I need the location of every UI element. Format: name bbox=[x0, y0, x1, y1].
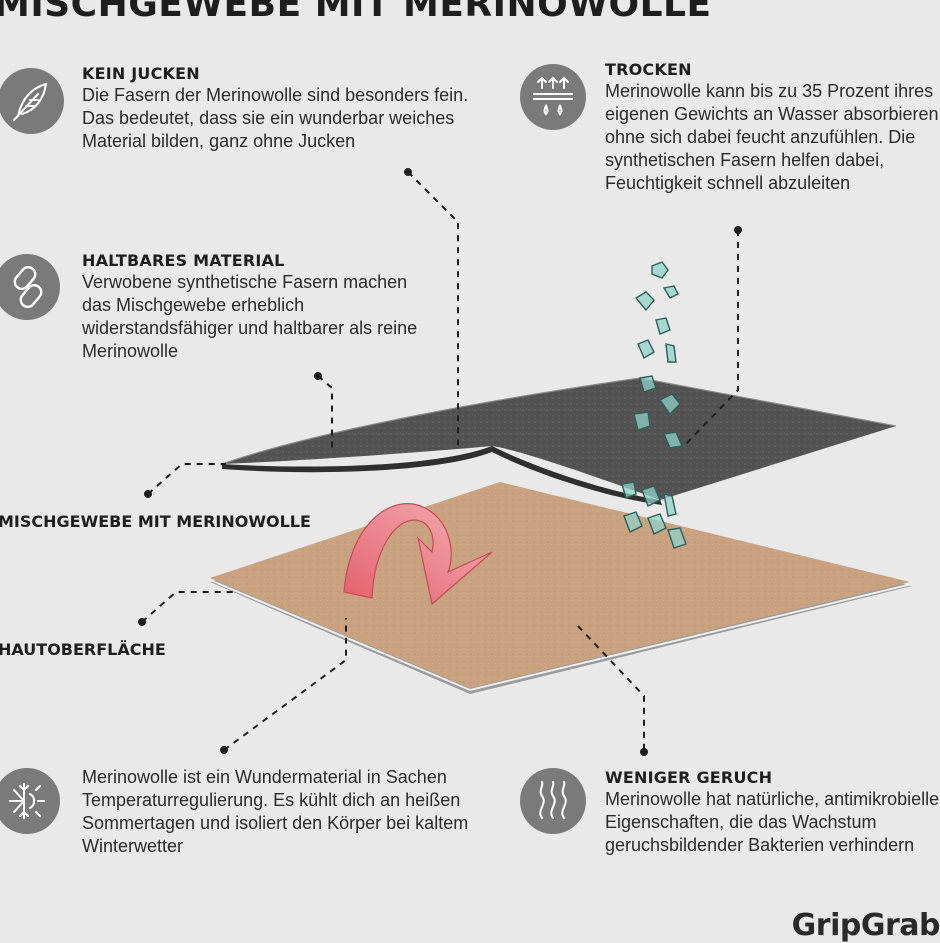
feature-text: Merinowolle ist ein Wundermaterial in Sa… bbox=[82, 767, 469, 856]
leader-dots bbox=[138, 168, 742, 756]
fabric-layer bbox=[221, 377, 897, 505]
feature-temperature: Merinowolle ist ein Wundermaterial in Sa… bbox=[82, 766, 512, 858]
droplet bbox=[663, 431, 683, 449]
feature-kein-jucken: KEIN JUCKEN Die Fasern der Merinowolle s… bbox=[82, 64, 472, 153]
brand-logo: GripGrab bbox=[791, 908, 940, 943]
feature-heading: HALTBARES MATERIAL bbox=[82, 251, 285, 270]
droplet bbox=[621, 481, 637, 499]
droplet bbox=[637, 339, 655, 360]
skin-layer bbox=[209, 482, 913, 694]
layer-label-fabric: MISCHGEWEBE MIT MERINOWOLLE bbox=[0, 512, 311, 531]
page-title: MISCHGEWEBE MIT MERINOWOLLE bbox=[0, 0, 712, 25]
droplet bbox=[658, 393, 681, 416]
feature-heading: KEIN JUCKEN bbox=[82, 64, 200, 83]
moisture-droplets bbox=[621, 261, 687, 549]
droplet bbox=[665, 343, 677, 363]
feature-heading: TROCKEN bbox=[605, 60, 692, 79]
feature-weniger-geruch: WENIGER GERUCH Merinowolle hat natürlich… bbox=[605, 768, 940, 857]
droplet bbox=[662, 285, 679, 299]
chain-link-icon bbox=[0, 254, 60, 320]
droplet bbox=[651, 261, 669, 279]
droplet bbox=[667, 527, 687, 549]
leader-lines bbox=[141, 171, 739, 752]
droplet bbox=[639, 375, 657, 393]
temperature-arrow bbox=[343, 503, 493, 606]
feather-icon bbox=[0, 68, 64, 134]
droplet bbox=[633, 411, 651, 431]
droplet bbox=[641, 485, 661, 507]
feature-heading: WENIGER GERUCH bbox=[605, 768, 773, 787]
layer-label-skin: HAUTOBERFLÄCHE bbox=[0, 640, 166, 659]
snowflake-sun-icon bbox=[0, 768, 60, 834]
odor-waves-icon bbox=[520, 768, 586, 834]
droplet bbox=[647, 513, 667, 535]
droplet bbox=[663, 493, 677, 517]
moisture-wicking-icon bbox=[520, 64, 586, 130]
feature-text: Merinowolle hat natürliche, antimikrobie… bbox=[605, 789, 940, 855]
feature-trocken: TROCKEN Merinowolle kann bis zu 35 Proze… bbox=[605, 60, 940, 195]
droplet bbox=[655, 317, 671, 335]
feature-text: Die Fasern der Merinowolle sind besonder… bbox=[82, 85, 469, 151]
feature-haltbares-material: HALTBARES MATERIAL Verwobene synthetisch… bbox=[82, 251, 422, 363]
feature-text: Verwobene synthetische Fasern machen das… bbox=[82, 272, 418, 361]
feature-text: Merinowolle kann bis zu 35 Prozent ihres… bbox=[605, 81, 940, 193]
droplet bbox=[623, 511, 643, 533]
droplet bbox=[634, 291, 655, 312]
